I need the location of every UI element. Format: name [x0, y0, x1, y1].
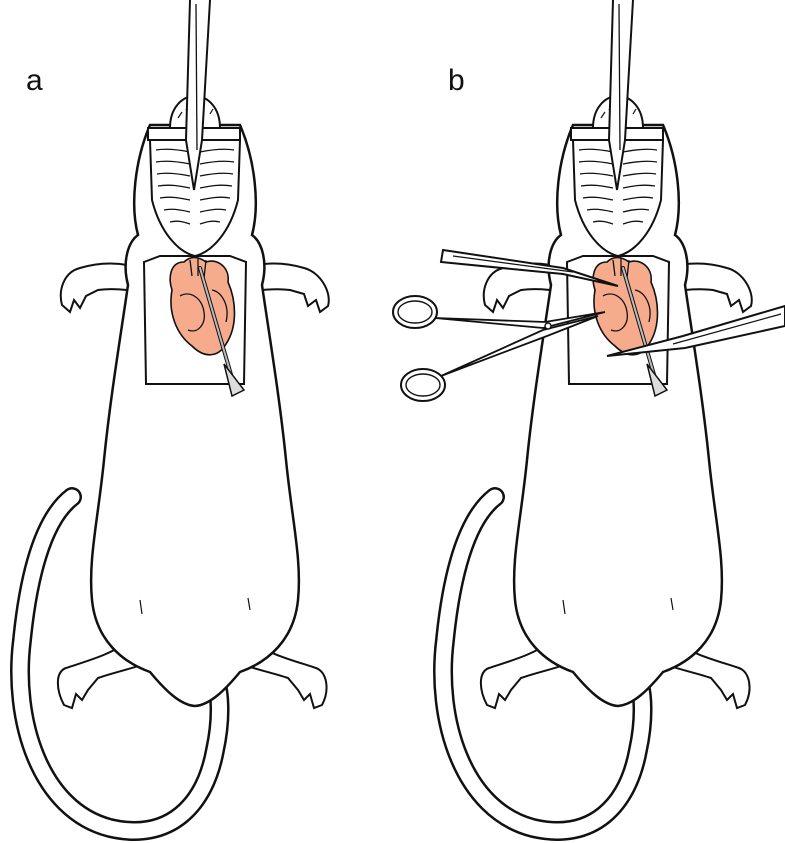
panel-a: a — [0, 0, 392, 843]
panel-b: b — [393, 0, 785, 843]
rat-illustration — [393, 0, 785, 843]
rat-illustration — [0, 0, 392, 843]
rat-body — [443, 96, 752, 831]
rat-body — [20, 96, 329, 831]
